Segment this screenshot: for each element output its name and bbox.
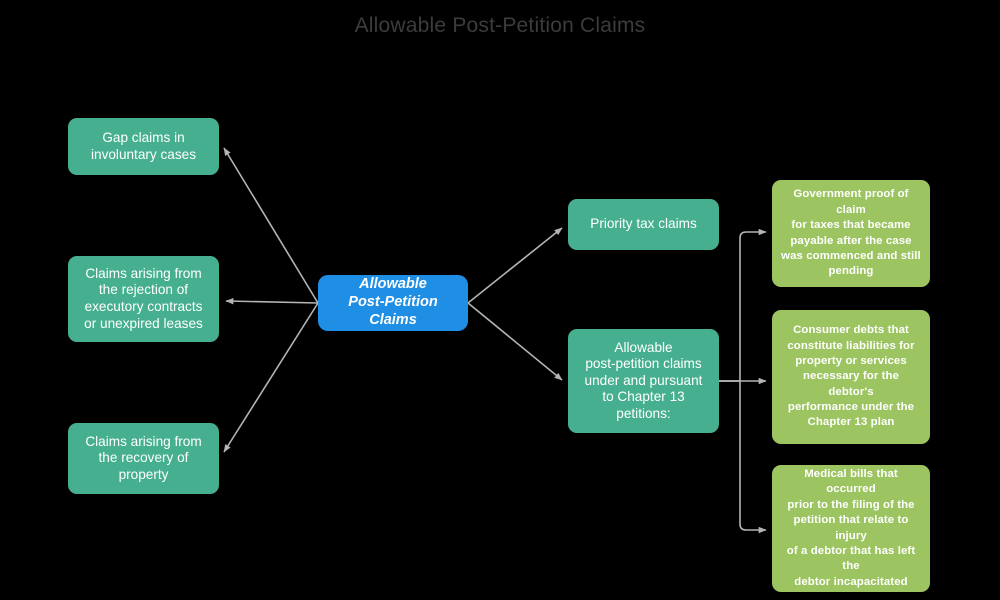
node-left-gap-claims[interactable]: Gap claims in involuntary cases xyxy=(68,118,219,175)
node-left-rejection-claims[interactable]: Claims arising from the rejection of exe… xyxy=(68,256,219,342)
node-right-chapter13-claims-label: Allowable post-petition claims under and… xyxy=(584,339,703,421)
node-left-recovery-claims[interactable]: Claims arising from the recovery of prop… xyxy=(68,423,219,494)
node-leaf-consumer-debts-label: Consumer debts that constitute liabiliti… xyxy=(787,324,915,429)
edge-branch-to-leaf-1 xyxy=(719,228,767,382)
node-leaf-government-proof-of-claim[interactable]: Government proof of claim for taxes that… xyxy=(772,180,930,287)
node-leaf-consumer-debts[interactable]: Consumer debts that constitute liabiliti… xyxy=(772,310,930,444)
node-leaf-medical-bills[interactable]: Medical bills that occurred prior to the… xyxy=(772,465,930,592)
node-right-priority-tax-claims-label: Priority tax claims xyxy=(590,216,697,232)
node-left-rejection-claims-label: Claims arising from the rejection of exe… xyxy=(84,265,203,331)
node-left-gap-claims-label: Gap claims in involuntary cases xyxy=(90,129,197,162)
edge-root-to-left-1 xyxy=(223,147,319,304)
edge-branch-to-leaf-3 xyxy=(719,380,767,534)
edge-root-to-right-1 xyxy=(467,227,563,304)
node-root[interactable]: Allowable Post-Petition Claims xyxy=(318,275,468,331)
node-right-chapter13-claims[interactable]: Allowable post-petition claims under and… xyxy=(568,329,719,433)
node-leaf-government-proof-of-claim-label: Government proof of claim for taxes that… xyxy=(781,188,921,278)
node-root-label: Allowable Post-Petition Claims xyxy=(348,276,438,328)
edge-root-to-left-3 xyxy=(223,302,319,453)
node-right-priority-tax-claims[interactable]: Priority tax claims xyxy=(568,199,719,250)
node-leaf-medical-bills-label: Medical bills that occurred prior to the… xyxy=(786,467,916,588)
page-title: Allowable Post-Petition Claims xyxy=(354,14,646,37)
node-left-recovery-claims-label: Claims arising from the recovery of prop… xyxy=(85,433,202,482)
edge-root-to-left-2 xyxy=(225,297,319,305)
edge-root-to-right-2 xyxy=(467,302,563,381)
